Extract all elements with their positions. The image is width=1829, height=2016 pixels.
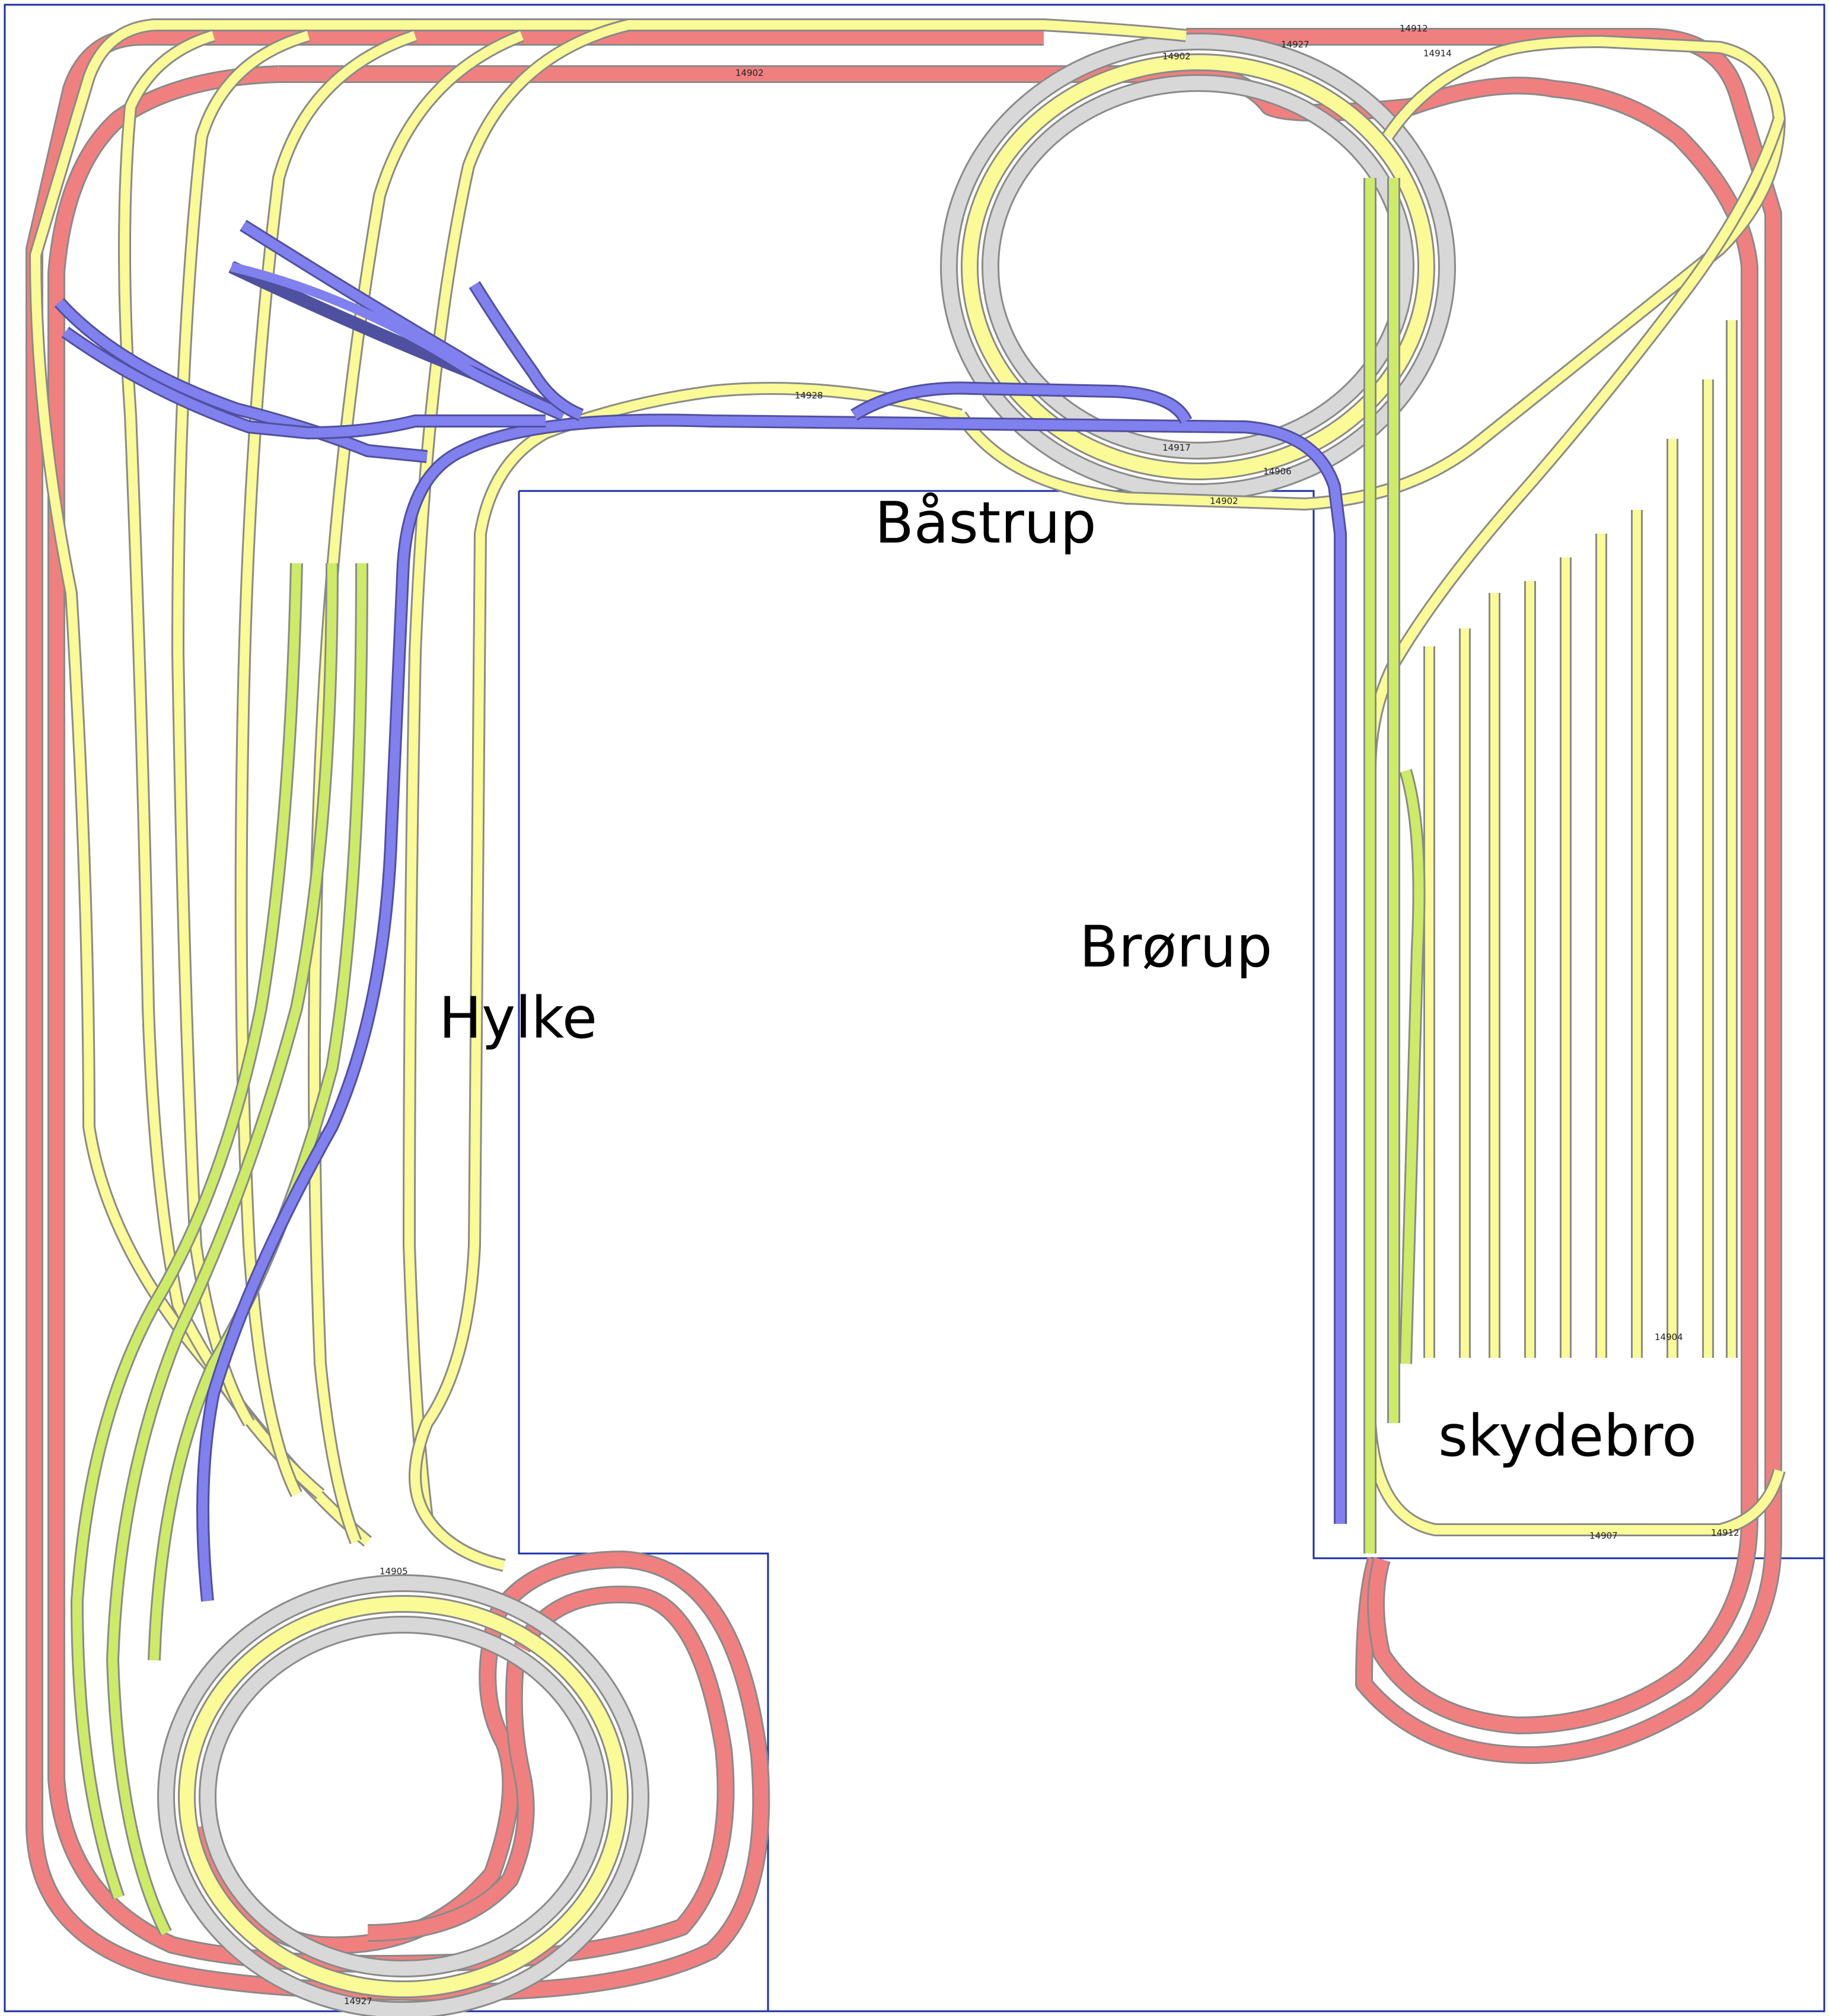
blue-main-fill bbox=[198, 415, 1345, 1602]
red-mainline-outer-fill bbox=[27, 30, 1780, 1999]
blue-spur-4-fill bbox=[230, 262, 566, 420]
grey-helix-top-outer-fill bbox=[942, 34, 1454, 499]
green-line-1-fill bbox=[72, 563, 301, 1899]
part-label: 14917 bbox=[1162, 442, 1191, 453]
part-label: 14902 bbox=[1162, 51, 1191, 62]
part-label: 14927 bbox=[344, 1996, 372, 2007]
yellow-hylke-line bbox=[409, 382, 963, 1572]
part-label: 14902 bbox=[735, 68, 764, 78]
part-label: 14906 bbox=[1263, 466, 1292, 477]
blue-spur-2-fill bbox=[62, 328, 546, 438]
station-label-bastrup: Båstrup bbox=[875, 490, 1097, 556]
track-group-grey bbox=[157, 33, 1456, 2016]
station-label-skydebro: skydebro bbox=[1438, 1403, 1697, 1469]
board-outline bbox=[4, 4, 1825, 2012]
yellow-line-3-fill bbox=[173, 31, 310, 1426]
green-line-2-fill bbox=[108, 563, 337, 1935]
yellow-hylke-line-fill bbox=[410, 384, 963, 1570]
part-number-labels: 14902 14902 14912 14914 14927 14907 1490… bbox=[344, 23, 1739, 2007]
track-group-blue bbox=[54, 219, 1347, 1602]
grey-helix-top-inner-fill bbox=[983, 76, 1413, 458]
grey-helix-bottom-mid-fill bbox=[180, 1597, 627, 1996]
part-label: 14927 bbox=[1281, 39, 1309, 50]
grey-helix-bottom-outer-fill bbox=[159, 1576, 648, 2016]
green-brorup-3-fill bbox=[1401, 769, 1424, 1364]
blue-spur-5-fill bbox=[470, 282, 584, 420]
part-label: 14904 bbox=[1655, 1332, 1683, 1342]
skydebro-sidings bbox=[1423, 320, 1738, 1358]
part-label: 14902 bbox=[1210, 496, 1238, 506]
part-label: 14928 bbox=[795, 390, 823, 401]
yellow-top-straight-fill bbox=[629, 20, 1187, 40]
part-label: 14912 bbox=[1400, 23, 1428, 34]
part-label: 14914 bbox=[1423, 48, 1452, 59]
part-label: 14912 bbox=[1711, 1527, 1739, 1538]
blue-bastrup-siding-fill bbox=[851, 383, 1191, 423]
grey-helix-bottom-inner-fill bbox=[200, 1618, 606, 1976]
yellow-yard-ladder-fill bbox=[1365, 117, 1784, 1535]
part-label: 14905 bbox=[380, 1566, 408, 1577]
red-loop-lower-right-fill bbox=[367, 1659, 533, 1940]
grey-helix-top-mid-fill bbox=[963, 55, 1433, 479]
part-label: 14907 bbox=[1589, 1530, 1618, 1541]
yellow-line-6-fill bbox=[404, 20, 630, 1519]
walkin-cutout-left bbox=[519, 490, 1824, 1559]
station-label-hylke: Hylke bbox=[439, 985, 597, 1051]
station-label-brorup: Brørup bbox=[1079, 914, 1272, 980]
